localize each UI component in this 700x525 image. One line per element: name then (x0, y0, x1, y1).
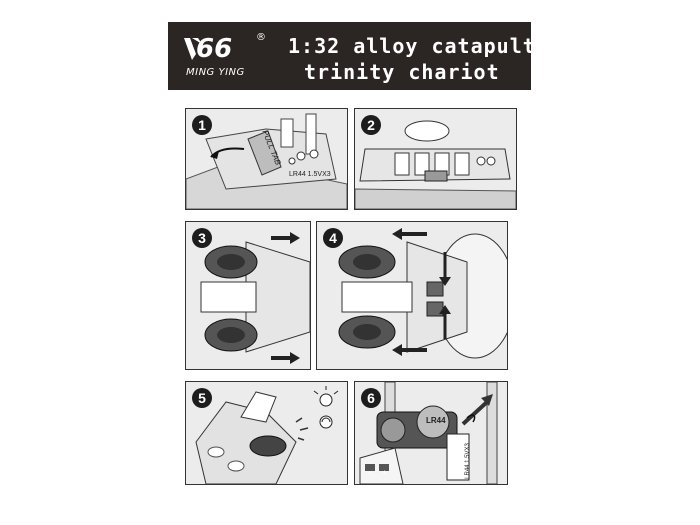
step-number-badge: 4 (323, 228, 343, 248)
brand-name: 66 (196, 34, 233, 64)
step-1-panel: 1 PULL TAB LR44 1.5VX3 (185, 108, 348, 210)
step-4-panel: 4 (316, 221, 508, 370)
title-banner: 66 ® MING YING 1:32 alloy catapult trini… (168, 22, 535, 90)
registered-mark: ® (256, 32, 266, 43)
step-2-illustration (355, 109, 516, 209)
step-number-badge: 6 (361, 388, 381, 408)
minus-symbol: - (368, 468, 371, 477)
step-5-illustration (186, 382, 347, 484)
plus-symbol: + (382, 468, 387, 477)
step-number-badge: 3 (192, 228, 212, 248)
step-number-badge: 5 (192, 388, 212, 408)
battery-spec-label: LR44 1.5VX3 (289, 171, 331, 178)
step-6-illustration (355, 382, 507, 484)
product-title-line1: 1:32 alloy catapult (288, 34, 536, 58)
brand-subtitle: MING YING (186, 67, 245, 78)
step-number-badge: 2 (361, 115, 381, 135)
step-6-panel: 6 LR44 LR44 1.5VX3 + - (354, 381, 508, 485)
product-title-line2: trinity chariot (304, 60, 500, 84)
battery-spec-label: LR44 1.5VX3 (464, 443, 471, 479)
step-1-illustration (186, 109, 347, 209)
step-2-panel: 2 (354, 108, 517, 210)
step-3-panel: 3 (185, 221, 311, 370)
step-5-panel: 5 (185, 381, 348, 485)
brand-logo-icon (184, 38, 202, 60)
coin-cell-label: LR44 (426, 416, 446, 425)
step-4-illustration (317, 222, 507, 369)
step-3-illustration (186, 222, 310, 369)
step-number-badge: 1 (192, 115, 212, 135)
